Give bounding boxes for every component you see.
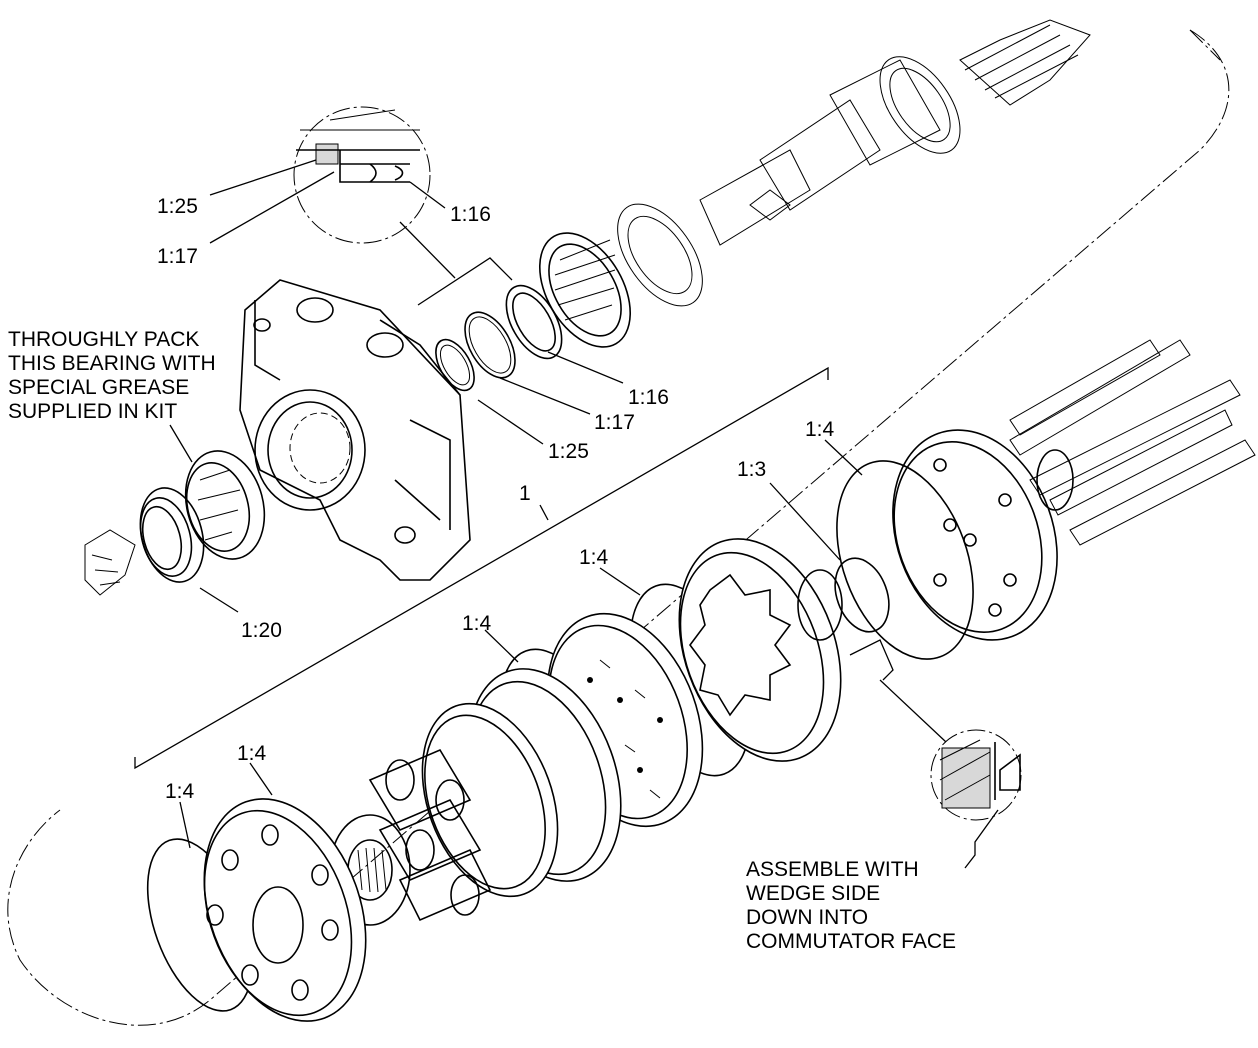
bearing-note-line-3: SPECIAL GREASE xyxy=(8,376,190,399)
callout-1-16-top: 1:16 xyxy=(450,203,491,226)
seal-detail-circle xyxy=(293,106,431,244)
bearing-note-line-1: THROUGHLY PACK xyxy=(8,328,200,351)
wedge-detail-circle xyxy=(930,729,1022,821)
phantom-envelope xyxy=(7,29,1230,1026)
output-shaft xyxy=(617,19,1091,307)
motor-housing xyxy=(239,279,471,581)
assembly-note-line-2: WEDGE SIDE xyxy=(746,882,881,905)
callout-1-4-a: 1:4 xyxy=(805,418,835,441)
front-bearing xyxy=(84,450,266,596)
assembly-note-line-4: COMMUTATOR FACE xyxy=(746,930,956,953)
assembly-note-line-3: DOWN INTO xyxy=(746,906,869,929)
callout-1-17-mid: 1:17 xyxy=(594,411,635,434)
callout-1-17-top: 1:17 xyxy=(157,245,198,268)
callout-1-4-b: 1:4 xyxy=(579,546,609,569)
end-cover xyxy=(203,798,367,1022)
commutator-plate xyxy=(678,538,843,762)
bearing-note-line-2: THIS BEARING WITH xyxy=(8,352,216,375)
end-cap-and-bolts xyxy=(892,339,1256,641)
bracket-lines xyxy=(134,257,894,770)
callout-1-4-c: 1:4 xyxy=(462,612,492,635)
callout-1-4-e: 1:4 xyxy=(165,780,195,803)
callout-1-25-top: 1:25 xyxy=(157,195,198,218)
callout-1-3: 1:3 xyxy=(737,458,767,481)
bearing-note-line-4: SUPPLIED IN KIT xyxy=(8,400,178,423)
callout-1-20: 1:20 xyxy=(241,619,282,642)
callout-1: 1 xyxy=(519,482,531,505)
assembly-note-line-1: ASSEMBLE WITH xyxy=(746,858,919,881)
bearing-races xyxy=(435,232,632,392)
callout-1-25-mid: 1:25 xyxy=(548,440,589,463)
leader-lines xyxy=(169,159,999,869)
callout-1-16-mid: 1:16 xyxy=(628,386,669,409)
callout-1-4-d: 1:4 xyxy=(237,742,267,765)
gerotor-set xyxy=(329,702,559,926)
